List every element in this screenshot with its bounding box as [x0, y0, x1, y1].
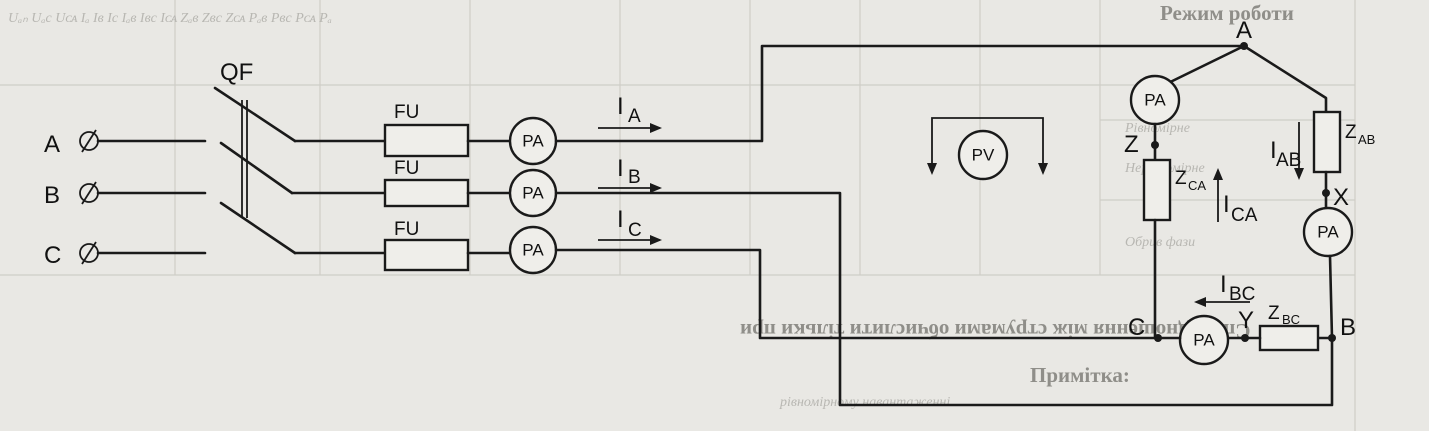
terminal-a: A — [44, 129, 99, 158]
ammeter-delta-bottom: PA — [1178, 314, 1230, 366]
svg-text:Y: Y — [1238, 307, 1254, 334]
bg-note-title: Примітка: — [1030, 363, 1130, 387]
wire-a-to-load — [554, 44, 1246, 143]
svg-text:PA: PA — [522, 132, 544, 151]
terminal-c: C — [44, 241, 99, 269]
current-iab-label: I AB — [1270, 122, 1304, 180]
svg-text:I: I — [1270, 137, 1277, 164]
bg-row-uniform: Рівномірне — [1124, 121, 1190, 136]
svg-text:PA: PA — [1193, 331, 1215, 350]
svg-text:B: B — [1340, 314, 1356, 341]
svg-text:I: I — [1220, 271, 1227, 298]
svg-text:PA: PA — [1317, 223, 1339, 242]
svg-text:AB: AB — [1358, 132, 1375, 147]
current-ib-label: I B — [598, 155, 662, 193]
current-ibc-label: I BC — [1194, 271, 1255, 307]
ammeter-a: PA — [508, 116, 558, 166]
current-ia-label: I A — [598, 93, 662, 133]
svg-text:PA: PA — [1144, 91, 1166, 110]
wire-b-to-load — [554, 191, 1334, 407]
svg-text:PA: PA — [522, 241, 544, 260]
svg-text:I: I — [617, 93, 624, 120]
ammeter-delta-right: PA — [1302, 206, 1354, 258]
impedance-zbc: Z BC — [1258, 303, 1320, 352]
svg-text:Z: Z — [1345, 122, 1357, 143]
breaker-qf: QF — [213, 59, 297, 255]
svg-text:A: A — [44, 131, 60, 158]
impedance-zca: Z CA — [1142, 158, 1206, 222]
wire-c-to-load — [554, 248, 1160, 340]
current-ic-label: I C — [598, 206, 662, 245]
bg-row-phase-break: Обрив фази — [1125, 235, 1195, 250]
svg-text:C: C — [44, 242, 61, 269]
svg-text:CA: CA — [1231, 205, 1258, 226]
svg-text:QF: QF — [220, 59, 253, 86]
svg-text:Z: Z — [1175, 168, 1187, 189]
svg-text:I: I — [1223, 191, 1230, 218]
svg-text:C: C — [628, 220, 642, 241]
svg-text:CA: CA — [1188, 178, 1206, 193]
node-z: Z — [1124, 131, 1159, 158]
bg-note-line2: рівномірному навантаженні. — [779, 395, 954, 410]
svg-text:PA: PA — [522, 184, 544, 203]
fuse-a: FU — [383, 102, 470, 158]
svg-text:Z: Z — [1124, 131, 1139, 158]
fuse-b: FU — [383, 158, 470, 208]
bg-table-header: Uₐₙ Uₐc Uᴄᴀ Iₐ Iв Ic Iₐв Iвc Iᴄᴀ Zₐв Zвc… — [8, 11, 332, 26]
svg-text:Z: Z — [1268, 303, 1280, 324]
svg-text:FU: FU — [394, 158, 419, 179]
svg-text:BC: BC — [1229, 284, 1255, 305]
svg-text:I: I — [617, 155, 624, 182]
svg-text:PV: PV — [972, 146, 995, 165]
bg-note-line1: Співвідношення між струмами обчислити ті… — [740, 319, 1251, 343]
svg-text:FU: FU — [394, 102, 419, 123]
fuse-c: FU — [383, 219, 470, 272]
svg-text:A: A — [628, 106, 641, 127]
impedance-zab: Z AB — [1312, 110, 1375, 174]
ammeter-delta-top: PA — [1129, 74, 1181, 126]
svg-text:A: A — [1236, 17, 1252, 44]
svg-text:FU: FU — [394, 219, 419, 240]
svg-text:B: B — [628, 167, 641, 188]
svg-text:AB: AB — [1276, 150, 1301, 171]
ammeter-c: PA — [508, 225, 558, 275]
svg-text:BC: BC — [1282, 312, 1300, 327]
terminal-b: B — [44, 181, 99, 209]
svg-text:I: I — [617, 206, 624, 233]
ammeter-b: PA — [508, 168, 558, 218]
svg-text:C: C — [1128, 314, 1145, 341]
bg-row-header: Режим роботи — [1160, 1, 1294, 25]
current-ica-label: I CA — [1213, 168, 1258, 226]
voltmeter-pv: PV — [927, 117, 1048, 181]
svg-text:B: B — [44, 182, 60, 209]
svg-text:X: X — [1333, 184, 1349, 211]
node-y: Y — [1238, 307, 1254, 342]
